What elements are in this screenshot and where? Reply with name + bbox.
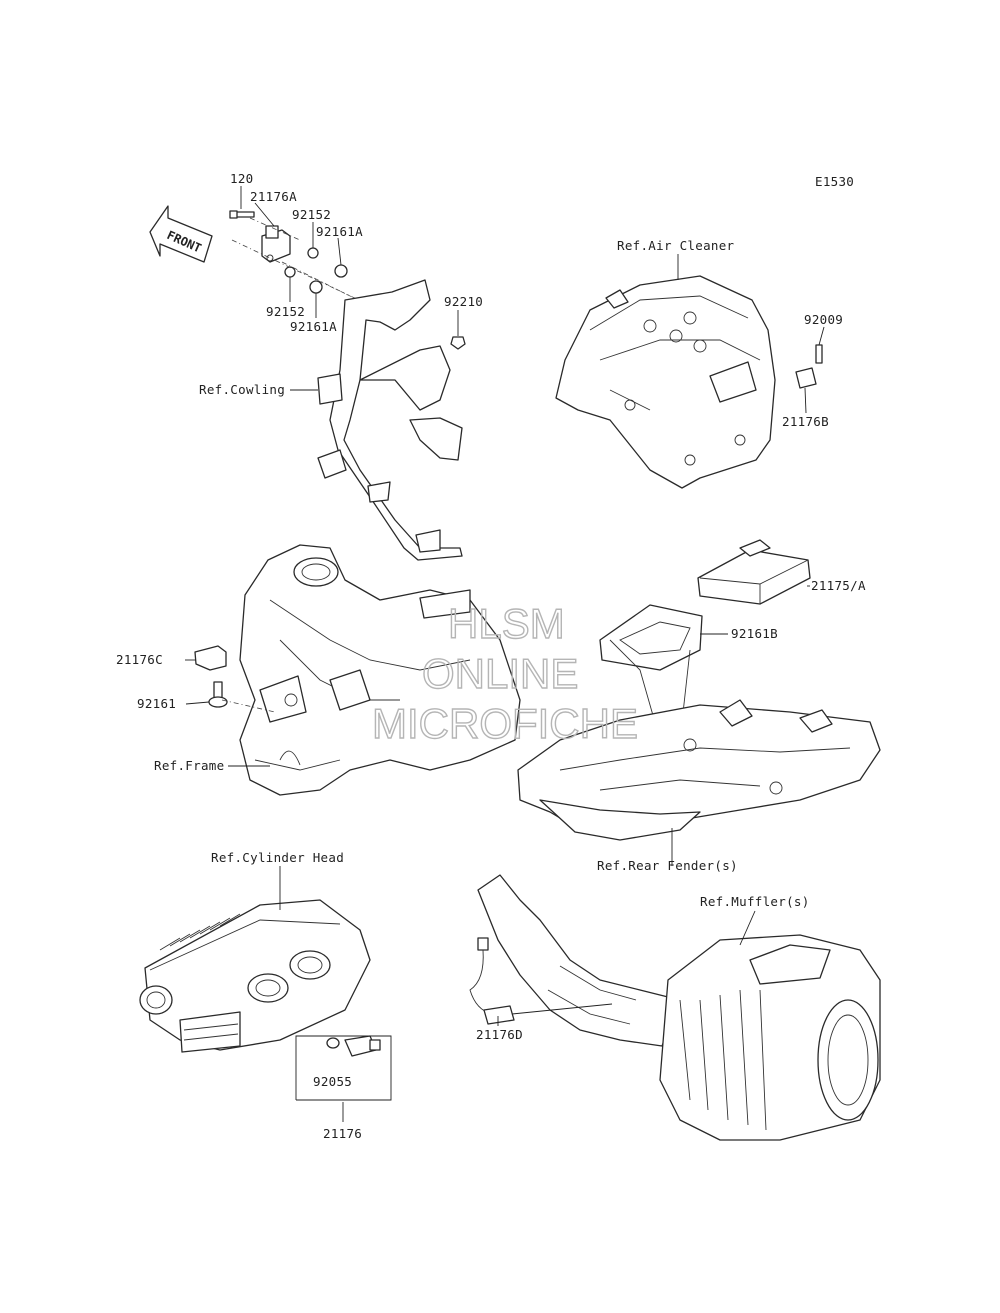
sensor-21176 xyxy=(344,1035,381,1057)
label-ref-cylinder-head: Ref.Cylinder Head xyxy=(211,850,344,865)
sensor-21176C xyxy=(194,645,227,671)
label-ref-rear-fender: Ref.Rear Fender(s) xyxy=(597,858,738,873)
sensor-21176D xyxy=(469,937,515,1025)
label-92161B: 92161B xyxy=(731,626,778,641)
label-21176: 21176 xyxy=(323,1126,362,1141)
nut-92210 xyxy=(450,336,466,350)
ecu-21175A xyxy=(697,549,811,605)
cowling-bracket-assembly xyxy=(229,210,466,561)
label-21176C: 21176C xyxy=(116,652,163,667)
watermark: HLSM ONLINE MICROFICHE xyxy=(371,599,638,747)
grommet-92161A-top xyxy=(334,264,348,278)
label-21175A: 21175/A xyxy=(811,578,866,593)
label-92161A-top: 92161A xyxy=(316,224,363,239)
label-21176D: 21176D xyxy=(476,1027,523,1042)
holder-92161B xyxy=(599,604,703,671)
label-92009: 92009 xyxy=(804,312,843,327)
label-120: 120 xyxy=(230,171,253,186)
muffler-assembly xyxy=(469,874,881,1141)
sensor-21176B xyxy=(795,344,823,389)
part-labels: 120 21176A 92152 92161A 92152 92161A 922… xyxy=(116,171,866,1141)
sensor-21176A xyxy=(261,225,291,263)
label-92210: 92210 xyxy=(444,294,483,309)
frame-assembly xyxy=(194,544,521,796)
label-92161: 92161 xyxy=(137,696,176,711)
grommet-92161A-bottom xyxy=(309,280,323,294)
watermark-line3: MICROFICHE xyxy=(372,700,638,747)
air-cleaner-assembly xyxy=(555,275,823,489)
label-ref-air-cleaner: Ref.Air Cleaner xyxy=(617,238,735,253)
label-92161A-bottom: 92161A xyxy=(290,319,337,334)
label-92152-top: 92152 xyxy=(292,207,331,222)
bolt-120 xyxy=(229,210,255,219)
label-92055: 92055 xyxy=(313,1074,352,1089)
front-arrow-icon: FRONT xyxy=(149,205,213,263)
collar-92152-bottom xyxy=(284,266,296,278)
diagram-code: E1530 xyxy=(815,174,854,189)
label-21176B: 21176B xyxy=(782,414,829,429)
ecu-assembly xyxy=(599,539,811,741)
watermark-line1: HLSM xyxy=(448,600,565,647)
label-ref-cowling: Ref.Cowling xyxy=(199,382,285,397)
gasket-92055 xyxy=(326,1037,340,1049)
rear-fender-assembly xyxy=(517,699,881,841)
leader-lines xyxy=(185,186,825,1122)
label-21176A: 21176A xyxy=(250,189,297,204)
label-ref-frame: Ref.Frame xyxy=(154,758,224,773)
cylinder-head-assembly xyxy=(139,899,381,1057)
grommet-92161 xyxy=(208,681,228,708)
label-92152-bottom: 92152 xyxy=(266,304,305,319)
label-ref-mufflers: Ref.Muffler(s) xyxy=(700,894,810,909)
watermark-line2: ONLINE xyxy=(422,650,578,697)
collar-92152-top xyxy=(307,247,319,259)
